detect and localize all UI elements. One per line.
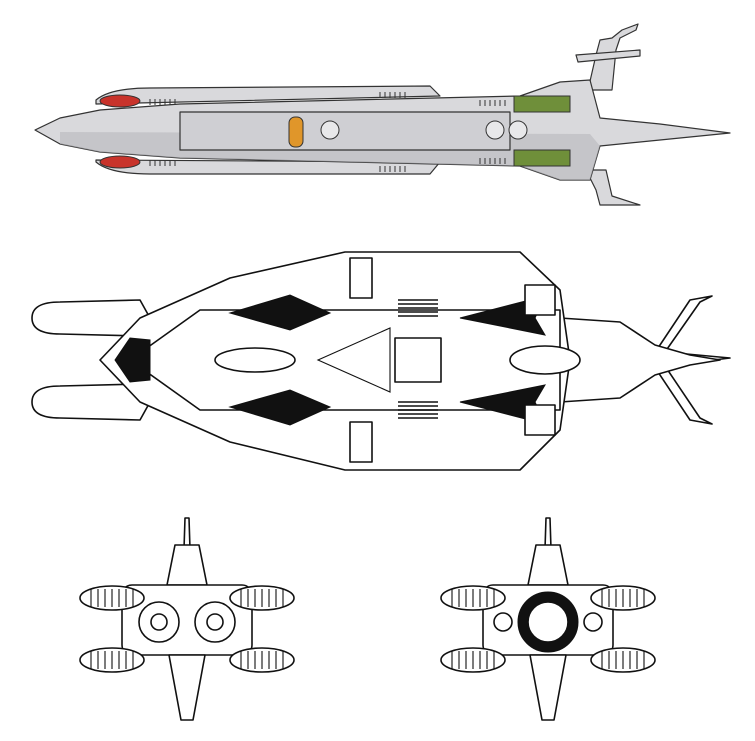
keel (529, 654, 567, 721)
aux-nozzle (583, 612, 603, 632)
upper-pod (95, 85, 441, 105)
vent-lines (149, 92, 506, 172)
black-nose-marking (114, 337, 151, 383)
central-keel (179, 111, 511, 151)
orange-panel (288, 116, 304, 148)
disc-detail (508, 120, 528, 140)
black-diamond (228, 294, 332, 331)
cockpit-pod (214, 347, 296, 373)
center-triangle (316, 327, 391, 393)
side-view (34, 23, 731, 206)
keel (168, 654, 206, 721)
wing-panel (349, 257, 373, 299)
black-chevron (459, 295, 546, 336)
top-view (31, 251, 731, 471)
red-pod-upper (99, 94, 141, 108)
tower (527, 544, 569, 586)
tower (166, 544, 208, 586)
wing-panel (524, 284, 556, 316)
aux-nozzle (493, 612, 513, 632)
lower-pod (95, 159, 441, 175)
bow-pod (509, 345, 581, 375)
black-chevron (459, 384, 546, 425)
green-panel-lower (513, 149, 571, 167)
main-nozzle (527, 601, 569, 643)
turbine-hub (150, 613, 168, 631)
bow-section (559, 317, 721, 403)
turbine-hub (206, 613, 224, 631)
wing-panel (524, 404, 556, 436)
wing-panel (349, 421, 373, 463)
disc-detail (320, 120, 340, 140)
red-pod-lower (99, 155, 141, 169)
mast-crossbar (575, 49, 641, 63)
vent-lines (398, 299, 438, 419)
lower-leg (585, 169, 641, 206)
front-view (79, 517, 295, 721)
black-diamond (228, 389, 332, 426)
green-panel-upper (513, 95, 571, 113)
rear-view (440, 517, 656, 721)
center-block (394, 337, 442, 383)
disc-detail (485, 120, 505, 140)
